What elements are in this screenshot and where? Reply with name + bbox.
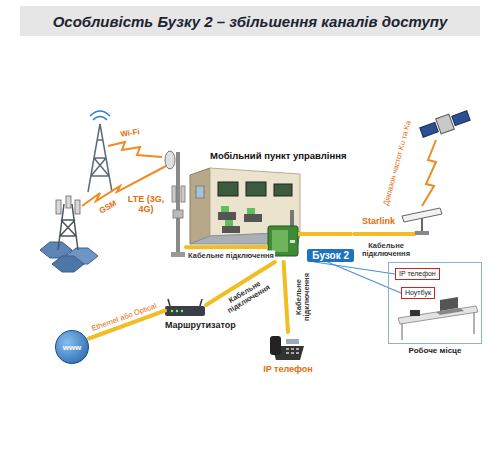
phone-label: IP телефон [263, 364, 313, 374]
cable-line [354, 232, 360, 236]
internet-globe: www [55, 330, 89, 364]
cable-label: Кабельне підключення [295, 270, 312, 324]
frequency-label: Діапазон частот Ku та Ka [381, 120, 412, 207]
cable-line [284, 262, 288, 332]
building-box: Мобільний пункт управління [208, 149, 350, 162]
lte-pole [165, 151, 185, 257]
callout-text: Ноутбук [405, 289, 431, 297]
workplace-desk [398, 297, 478, 340]
cable-label: Кабельне підключення [187, 250, 275, 259]
link-line [314, 262, 395, 274]
cable-line [186, 245, 266, 249]
device-label: Бузок 2 [307, 249, 354, 262]
cell-tower [40, 196, 98, 272]
device-node: Бузок 2 [266, 220, 354, 262]
globe-label: www [63, 343, 82, 352]
starlink-label: Starlink [362, 216, 395, 226]
router-label: Маршрутизатор [165, 320, 240, 330]
callout-text: IP телефон [399, 270, 436, 278]
ip-phone-icon [270, 336, 304, 360]
lte-label: LTE (3G, 4G) [124, 194, 168, 215]
link-label: GSM [98, 199, 118, 216]
title-text: Особливість Бузку 2 – збільшення каналів… [20, 6, 480, 36]
router-icon [165, 299, 205, 316]
building-label: Мобільний пункт управління [208, 149, 350, 162]
phone-node: IP телефон [253, 332, 323, 374]
cable-label: Кабельне підключення [359, 242, 413, 259]
radio-mast [88, 111, 112, 192]
workplace-box: Робоче місцеIP телефонНоутбук [388, 262, 482, 344]
callout-box: IP телефон [395, 268, 440, 280]
starlink-dish [360, 208, 442, 235]
lte-node: LTE (3G, 4G) [124, 150, 186, 258]
starlink-node: Starlink [360, 210, 442, 240]
link-line [328, 262, 401, 293]
callout-box: Ноутбук [401, 287, 435, 299]
satellite [419, 108, 471, 140]
workplace-heading: Робоче місце [389, 346, 481, 355]
link-label: Wi-Fi [120, 127, 141, 139]
